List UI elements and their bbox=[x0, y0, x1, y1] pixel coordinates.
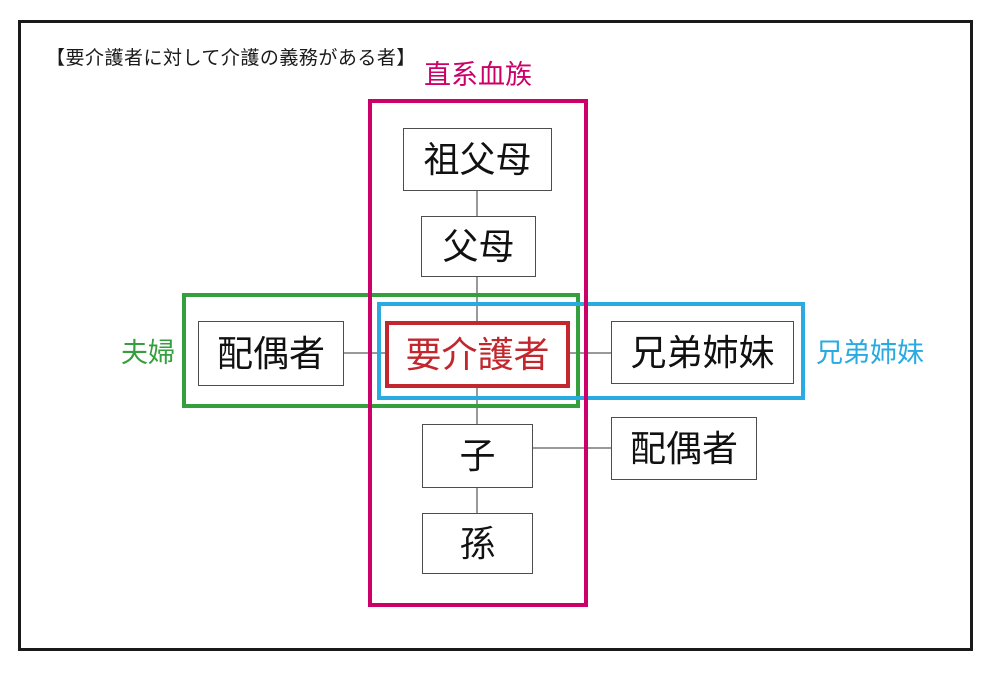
connector-child-grandchild bbox=[476, 488, 478, 513]
connector-grandparents-parents bbox=[476, 191, 478, 216]
direct-bloodline-group-box bbox=[368, 99, 588, 607]
connector-parents-care-recipient bbox=[476, 277, 478, 321]
connector-care-recipient-siblings bbox=[570, 352, 611, 354]
page-title: 【要介護者に対して介護の義務がある者】 bbox=[46, 48, 416, 69]
connector-child-child-spouse bbox=[533, 447, 611, 449]
couple-label: 夫婦 bbox=[121, 338, 175, 368]
node-grandparents: 祖父母 bbox=[403, 128, 552, 191]
node-parents: 父母 bbox=[421, 216, 536, 277]
siblings-label: 兄弟姉妹 bbox=[816, 338, 924, 368]
node-child-spouse: 配偶者 bbox=[611, 417, 757, 480]
connector-spouse-care-recipient bbox=[344, 352, 385, 354]
node-spouse: 配偶者 bbox=[198, 321, 344, 386]
node-child: 子 bbox=[422, 424, 533, 488]
couple-group-box bbox=[182, 293, 580, 408]
direct-bloodline-label: 直系血族 bbox=[424, 60, 532, 90]
node-care-recipient: 要介護者 bbox=[385, 321, 570, 388]
siblings-group-box bbox=[377, 302, 805, 400]
node-siblings: 兄弟姉妹 bbox=[611, 321, 794, 384]
node-grandchild: 孫 bbox=[422, 513, 533, 574]
